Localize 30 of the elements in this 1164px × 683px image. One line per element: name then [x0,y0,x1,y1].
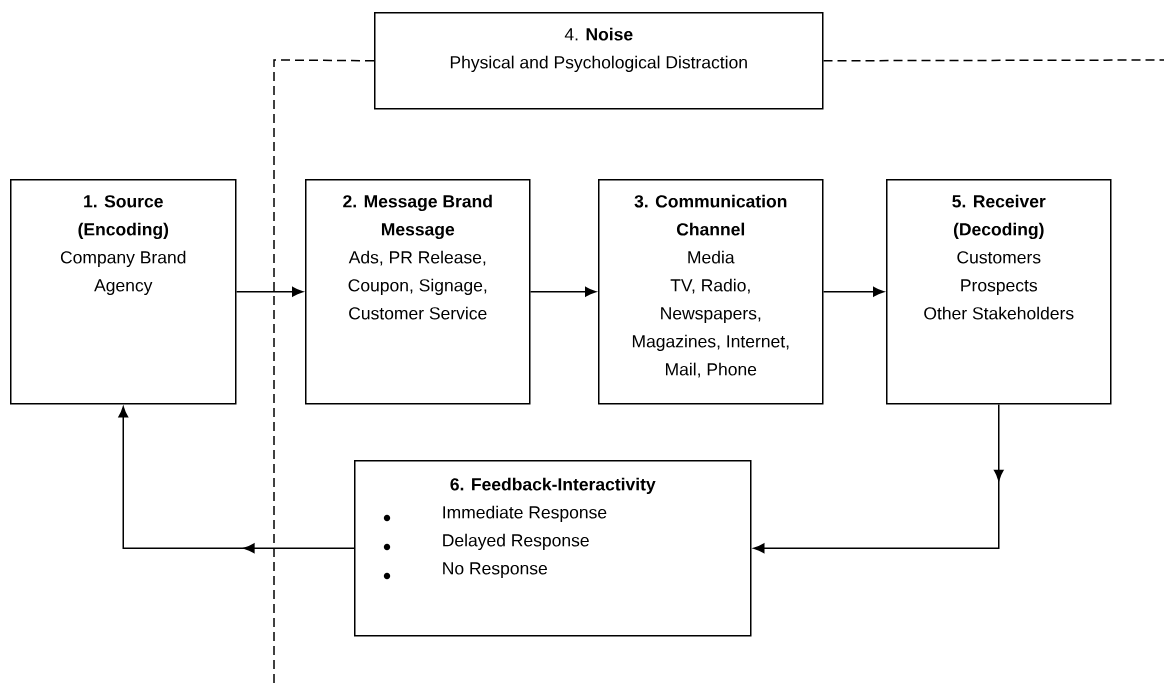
list-item: No Response [443,562,547,578]
process-box [10,179,237,405]
process-box [598,179,824,405]
list-item: Immediate Response [443,505,607,522]
node-text: 4. Noise [564,27,633,41]
box-text: Customers [957,251,1041,264]
process-box [886,179,1112,405]
arrow [235,286,303,297]
box-heading: 6. Feedback-Interactivity [450,477,656,494]
process-box [305,179,531,405]
dashed-line [822,59,1164,62]
box-text: Prospects [961,279,1038,295]
arrow [753,403,1004,554]
box-text: TV, Radio, Newspapers, Magazines, Internet, Mail, Phone [632,278,789,378]
node-text: Physical and Psychological Distraction [450,55,747,72]
arrow [529,286,596,297]
box-heading: 3. Communication Channel [634,194,787,236]
process-box [354,460,752,637]
box-heading: 2. Message Brand Message [343,194,492,240]
dashed-line [273,59,375,683]
process-box [374,12,824,110]
box-heading: 1. Source (Encoding) [78,195,169,240]
list-item: Delayed Response [443,533,589,550]
arrow [822,286,884,297]
box-text: Ads, PR Release, Coupon, Signage, Customer Service [348,250,487,320]
box-text: Company Brand Agency [60,250,186,295]
box-heading: 5. Receiver (Decoding) [952,194,1046,240]
box-text: Other Stakeholders [924,306,1074,320]
arrow [118,406,355,554]
box-text: Media [688,250,735,264]
